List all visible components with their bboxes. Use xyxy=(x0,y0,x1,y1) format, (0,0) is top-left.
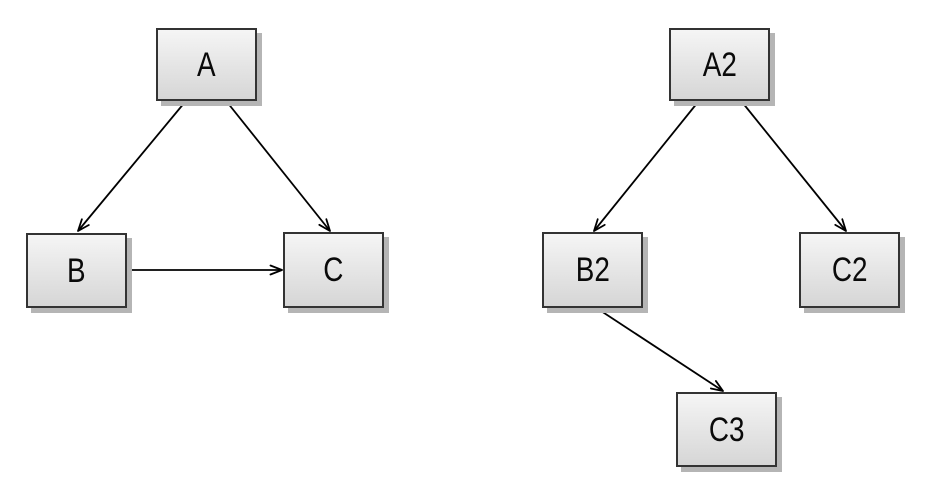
node-C[interactable]: C xyxy=(283,232,384,308)
node-B[interactable]: B xyxy=(26,233,127,308)
node-label: C2 xyxy=(831,251,868,289)
node-B2[interactable]: B2 xyxy=(542,232,643,308)
node-A2[interactable]: A2 xyxy=(669,28,770,101)
node-label: C xyxy=(323,251,344,289)
node-label: B xyxy=(67,251,86,290)
node-A[interactable]: A xyxy=(156,28,257,101)
edge-A2-B2 xyxy=(593,101,699,232)
node-C3[interactable]: C3 xyxy=(676,392,777,467)
edge-B2-C3 xyxy=(594,306,724,392)
node-label: A2 xyxy=(702,45,737,84)
node-label: B2 xyxy=(575,251,610,289)
node-label: C3 xyxy=(708,410,745,449)
edge-A2-C2 xyxy=(741,101,847,232)
node-label: A xyxy=(197,45,216,84)
node-C2[interactable]: C2 xyxy=(799,232,900,308)
edge-A-C xyxy=(226,101,331,232)
edge-A-B xyxy=(77,101,186,232)
